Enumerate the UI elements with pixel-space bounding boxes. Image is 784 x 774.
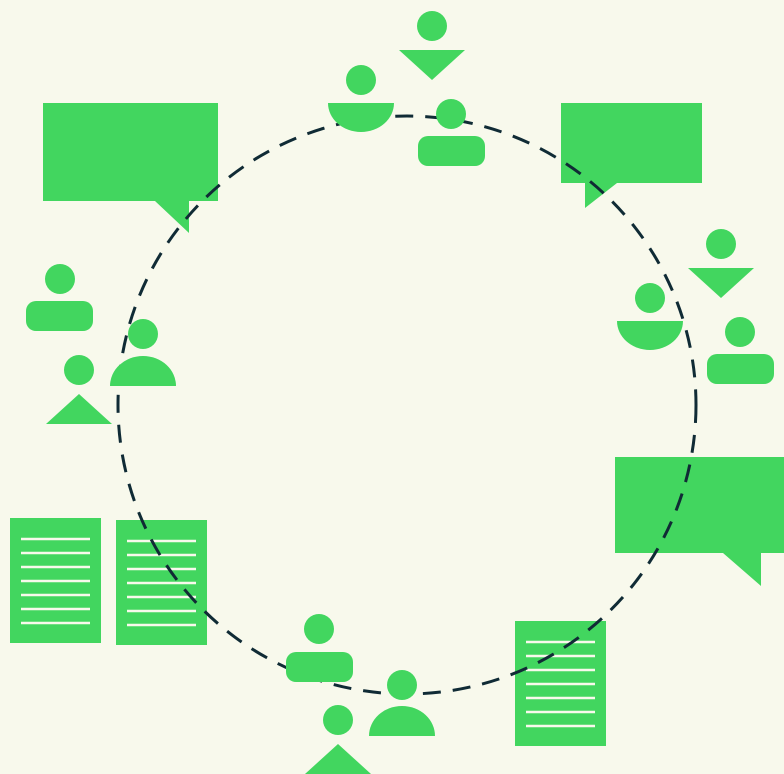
- person-icon: [26, 264, 93, 331]
- person-icon: [399, 11, 465, 80]
- document-icon: [116, 520, 207, 645]
- document-icon: [10, 518, 101, 643]
- person-icon: [286, 614, 353, 682]
- document-icon: [515, 621, 606, 746]
- speech-bubble-icon: [561, 103, 702, 208]
- speech-bubble-icon: [43, 103, 218, 233]
- speech-bubble-icon: [615, 457, 784, 586]
- person-icon: [369, 670, 435, 736]
- person-icon: [110, 319, 176, 386]
- person-icon: [46, 355, 112, 424]
- person-icon: [418, 99, 485, 166]
- person-icon: [617, 283, 683, 350]
- person-icon: [328, 65, 394, 132]
- person-icon: [688, 229, 754, 298]
- person-icon: [305, 705, 371, 774]
- person-icon: [707, 317, 774, 384]
